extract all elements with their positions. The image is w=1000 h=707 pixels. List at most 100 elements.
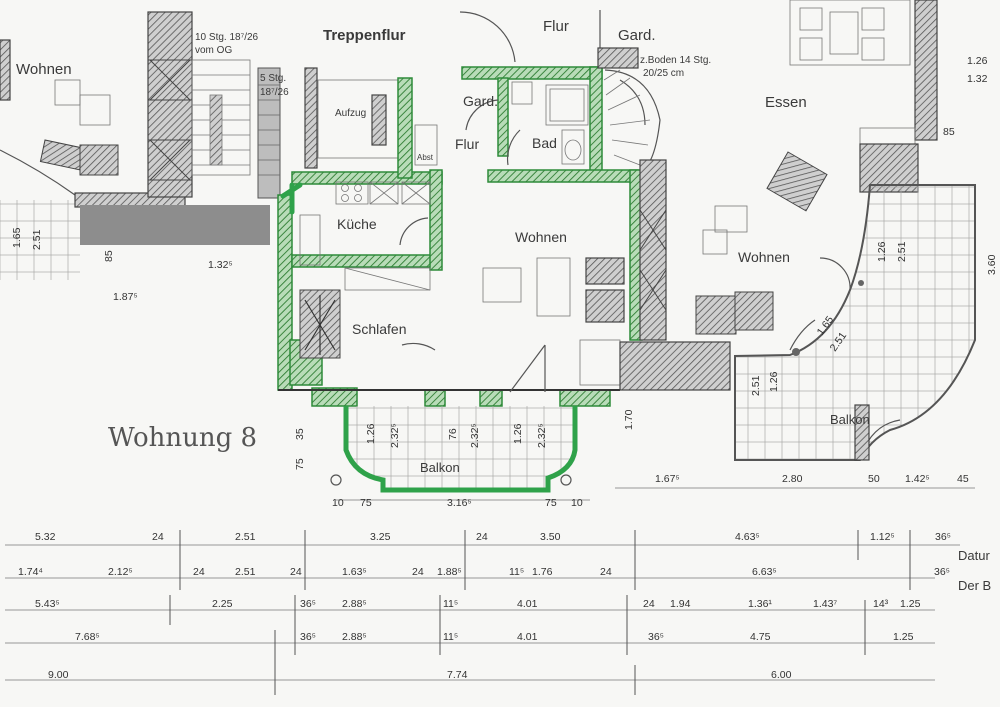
room-dimensions: 1.65 2.51 1.32⁵ 85 1.87⁵ 1.26 2.32⁵ 76 2… <box>11 55 998 470</box>
dim-b8: 75 <box>294 458 306 470</box>
dr5-2: 6.00 <box>771 669 792 681</box>
dr4-1: 36⁵ <box>300 631 316 643</box>
dim-l2: 2.51 <box>31 229 43 250</box>
dr2-2: 24 <box>193 566 205 578</box>
label-schlafen: Schlafen <box>352 321 406 337</box>
dim-r7: 1.26 <box>967 55 988 67</box>
dr5-0: 9.00 <box>48 669 69 681</box>
dr3-11: 1.25 <box>900 598 921 610</box>
label-gard-top: Gard. <box>618 27 656 44</box>
bdim-2: 3.16⁵ <box>447 497 472 509</box>
label-gard: Gard. <box>463 93 498 109</box>
stair-left-a: 10 Stg. 18⁷/26 <box>195 32 259 43</box>
legend-der: Der B <box>958 578 991 593</box>
dr2-9: 1.76 <box>532 566 553 578</box>
dim-r6: 2.51 <box>750 375 762 396</box>
stair-right-b: 20/25 cm <box>643 68 684 79</box>
dr2-4: 24 <box>290 566 302 578</box>
kitchen-fixtures <box>299 181 431 291</box>
dr2-10: 24 <box>600 566 612 578</box>
spiral-stair <box>597 47 667 341</box>
label-flur: Flur <box>455 136 479 152</box>
legend-datum: Datur <box>958 548 990 563</box>
dr4-7: 1.25 <box>893 631 914 643</box>
stair-labels: 10 Stg. 18⁷/26 vom OG 5 Stg. 18⁷/26 z.Bo… <box>195 32 711 98</box>
bathroom-fixtures <box>465 81 589 166</box>
stair-left-c: 5 Stg. <box>260 73 286 84</box>
dim-l3: 1.32⁵ <box>208 259 233 271</box>
dr2-5: 1.63⁵ <box>342 566 367 578</box>
dr1-8: 36⁵ <box>935 531 951 543</box>
dr1-4: 24 <box>476 531 488 543</box>
dr3-3: 2.88⁵ <box>342 598 367 610</box>
dr4-6: 4.75 <box>750 631 771 643</box>
dim-b4: 2.32⁵ <box>469 423 481 448</box>
dr2-7: 1.88⁵ <box>437 566 462 578</box>
dr3-5: 4.01 <box>517 598 538 610</box>
bedroom-furniture <box>299 289 341 359</box>
living-furniture <box>401 257 625 393</box>
dim-l5: 1.87⁵ <box>113 291 138 303</box>
label-treppenflur: Treppenflur <box>323 27 406 44</box>
rbdim-1: 2.80 <box>782 473 803 485</box>
label-bad: Bad <box>532 135 557 151</box>
dim-row-4: 7.68⁵ 36⁵ 2.88⁵ 11⁵ 4.01 36⁵ 4.75 1.25 <box>75 631 914 643</box>
dim-b5: 1.26 <box>512 423 524 444</box>
dr1-1: 24 <box>152 531 164 543</box>
label-aufzug: Aufzug <box>335 108 366 119</box>
dr3-6: 24 <box>643 598 655 610</box>
dr3-7: 1.94 <box>670 598 691 610</box>
dim-b7: 35 <box>294 428 306 440</box>
dim-r8: 1.32 <box>967 73 988 85</box>
bdim-4: 10 <box>571 497 583 509</box>
dr3-0: 5.43⁵ <box>35 598 60 610</box>
bdim-0: 10 <box>332 497 344 509</box>
balcony-markers <box>330 474 572 486</box>
dr1-2: 2.51 <box>235 531 256 543</box>
label-abst: Abst <box>417 153 434 162</box>
dim-b2: 2.32⁵ <box>389 423 401 448</box>
dr3-10: 14³ <box>873 598 889 610</box>
sofa-icon <box>79 144 119 176</box>
dr1-6: 4.63⁵ <box>735 531 760 543</box>
room-labels: Wohnen Treppenflur Aufzug Flur Gard. Gar… <box>16 18 870 475</box>
label-wohnen-center: Wohnen <box>515 229 567 245</box>
dim-l1: 1.65 <box>11 227 23 248</box>
label-flur-top: Flur <box>543 18 569 35</box>
dr5-1: 7.74 <box>447 669 468 681</box>
dim-row-5: 9.00 7.74 6.00 <box>48 669 792 681</box>
dr4-3: 11⁵ <box>443 631 458 643</box>
balcony-dim-line: 10 75 3.16⁵ 75 10 1.67⁵ 2.80 50 1.42⁵ 45 <box>332 473 975 509</box>
rbdim-2: 50 <box>868 473 880 485</box>
bdim-3: 75 <box>545 497 557 509</box>
dr2-0: 1.74⁴ <box>18 566 43 578</box>
dr4-4: 4.01 <box>517 631 538 643</box>
dr4-0: 7.68⁵ <box>75 631 100 643</box>
dr3-8: 1.36¹ <box>748 598 772 610</box>
dr2-3: 2.51 <box>235 566 256 578</box>
stairwell <box>257 10 601 199</box>
dim-b9: 1.70 <box>623 409 635 430</box>
dr1-0: 5.32 <box>35 531 56 543</box>
stair-left-d: 18⁷/26 <box>260 87 289 98</box>
dr2-8: 11⁵ <box>509 566 524 578</box>
rbdim-4: 45 <box>957 473 969 485</box>
stair-left-b: vom OG <box>195 45 232 56</box>
dr1-3: 3.25 <box>370 531 391 543</box>
apartment-walls <box>277 66 643 493</box>
armchair-left-icon <box>39 139 85 171</box>
armchair-right-icon <box>766 151 828 212</box>
label-kueche: Küche <box>337 216 377 232</box>
dim-r9: 85 <box>943 126 955 138</box>
dr3-9: 1.43⁷ <box>813 598 837 610</box>
rbdim-0: 1.67⁵ <box>655 473 680 485</box>
dim-row-1: 5.32 24 2.51 3.25 24 3.50 4.63⁵ 1.12⁵ 36… <box>35 531 951 543</box>
dim-b3: 76 <box>447 428 459 440</box>
dim-r2: 2.51 <box>896 241 908 262</box>
dr3-2: 36⁵ <box>300 598 316 610</box>
dim-r10: 3.60 <box>986 254 998 275</box>
dr2-11: 6.63⁵ <box>752 566 777 578</box>
dr3-1: 2.25 <box>212 598 233 610</box>
dim-b1: 1.26 <box>365 423 377 444</box>
label-wohnen-right: Wohnen <box>738 249 790 265</box>
